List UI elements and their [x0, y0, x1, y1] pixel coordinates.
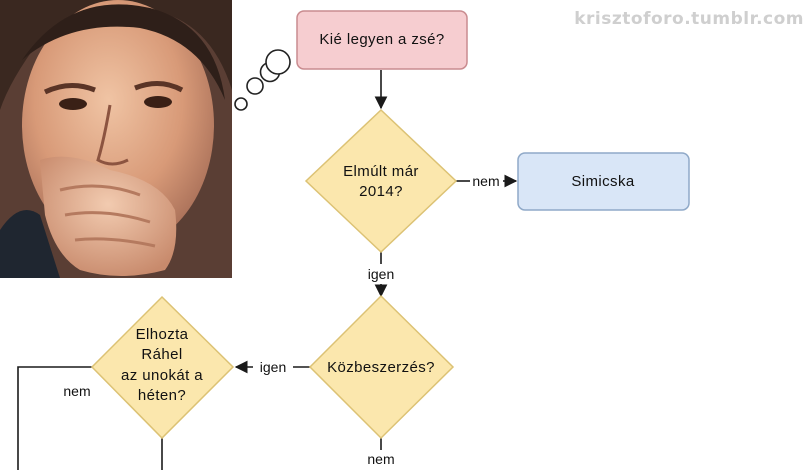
rahel-line-4: héten?: [138, 387, 186, 404]
rahel-line-1: Elhozta: [136, 326, 189, 343]
watermark-text: krisztoforo.tumblr.com: [574, 9, 804, 29]
decision-2014: Elmúlt már 2014?: [304, 108, 458, 254]
kozbeszerzes-label: Közbeszerzés?: [327, 359, 435, 376]
decision-2014-line-2: 2014?: [359, 183, 403, 200]
edge-label-nem-kozbeszerzes: nem: [367, 451, 394, 467]
decision-kozbeszerzes: Közbeszerzés?: [308, 294, 455, 440]
edge-label-nem-simicska: nem: [472, 173, 499, 189]
simicska-label: Simicska: [571, 173, 634, 190]
thought-bubbles: [234, 49, 291, 111]
rahel-line-2: Ráhel: [141, 346, 182, 363]
edge-label-igen-rahel: igen: [260, 359, 286, 375]
edge-label-igen-2014: igen: [368, 266, 394, 282]
simicska-node: Simicska: [517, 152, 690, 211]
decision-rahel: Elhozta Ráhel az unokát a héten?: [90, 295, 235, 440]
edge-label-nem-rahel: nem: [63, 383, 90, 399]
rahel-line-3: az unokát a: [121, 367, 203, 384]
start-node-label: Kié legyen a zsé?: [319, 31, 444, 48]
man-thinking-photo: [0, 0, 232, 278]
edge-rahel-nem-left: [17, 366, 92, 470]
decision-2014-line-1: Elmúlt már: [343, 163, 419, 180]
start-node: Kié legyen a zsé?: [296, 10, 468, 70]
